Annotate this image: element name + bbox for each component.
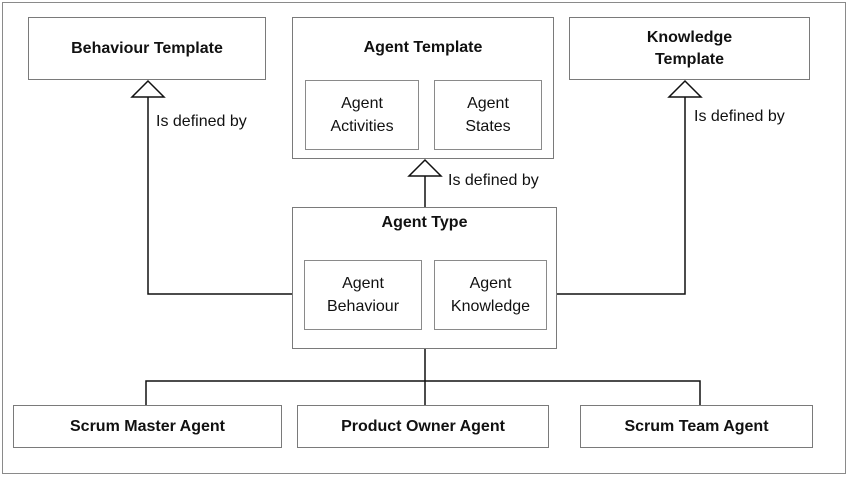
agent-activities-box: Agent Activities [305, 80, 419, 150]
agent-knowledge-box: Agent Knowledge [434, 260, 547, 330]
agent-activities-label: Agent Activities [330, 95, 394, 135]
behaviour-template-box: Behaviour Template [28, 17, 266, 80]
scrum-master-agent-label: Scrum Master Agent [70, 417, 225, 435]
agent-template-title: Agent Template [363, 39, 483, 56]
product-owner-agent-label: Product Owner Agent [341, 417, 505, 435]
inheritance-arrow-center [407, 158, 443, 177]
agent-behaviour-label: Agent Behaviour [326, 275, 400, 315]
product-owner-agent-box: Product Owner Agent [297, 405, 549, 448]
scrum-master-agent-box: Scrum Master Agent [13, 405, 282, 448]
knowledge-template-title: Knowledge Template [646, 28, 733, 68]
agent-states-label: Agent States [465, 95, 511, 135]
connector-agents-bar [145, 380, 701, 405]
scrum-team-agent-box: Scrum Team Agent [580, 405, 813, 448]
behaviour-template-title: Behaviour Template [71, 39, 223, 57]
agent-states-box: Agent States [434, 80, 542, 150]
agent-template-box: Agent Template Agent Activities Agent St… [292, 17, 554, 159]
connector-knowledge [546, 97, 686, 295]
knowledge-template-box: Knowledge Template [569, 17, 810, 80]
agent-type-title: Agent Type [381, 214, 468, 231]
relation-label-center: Is defined by [448, 172, 539, 189]
relation-label-right: Is defined by [694, 108, 785, 125]
agent-behaviour-box: Agent Behaviour [304, 260, 422, 330]
relation-label-left: Is defined by [156, 113, 247, 130]
agent-type-box: Agent Type Agent Behaviour Agent Knowled… [292, 207, 557, 349]
inheritance-arrow-right [667, 79, 703, 98]
agent-knowledge-label: Agent Knowledge [450, 275, 531, 315]
connector-behaviour [147, 97, 303, 295]
inheritance-arrow-left [130, 79, 166, 98]
scrum-team-agent-label: Scrum Team Agent [624, 417, 769, 435]
